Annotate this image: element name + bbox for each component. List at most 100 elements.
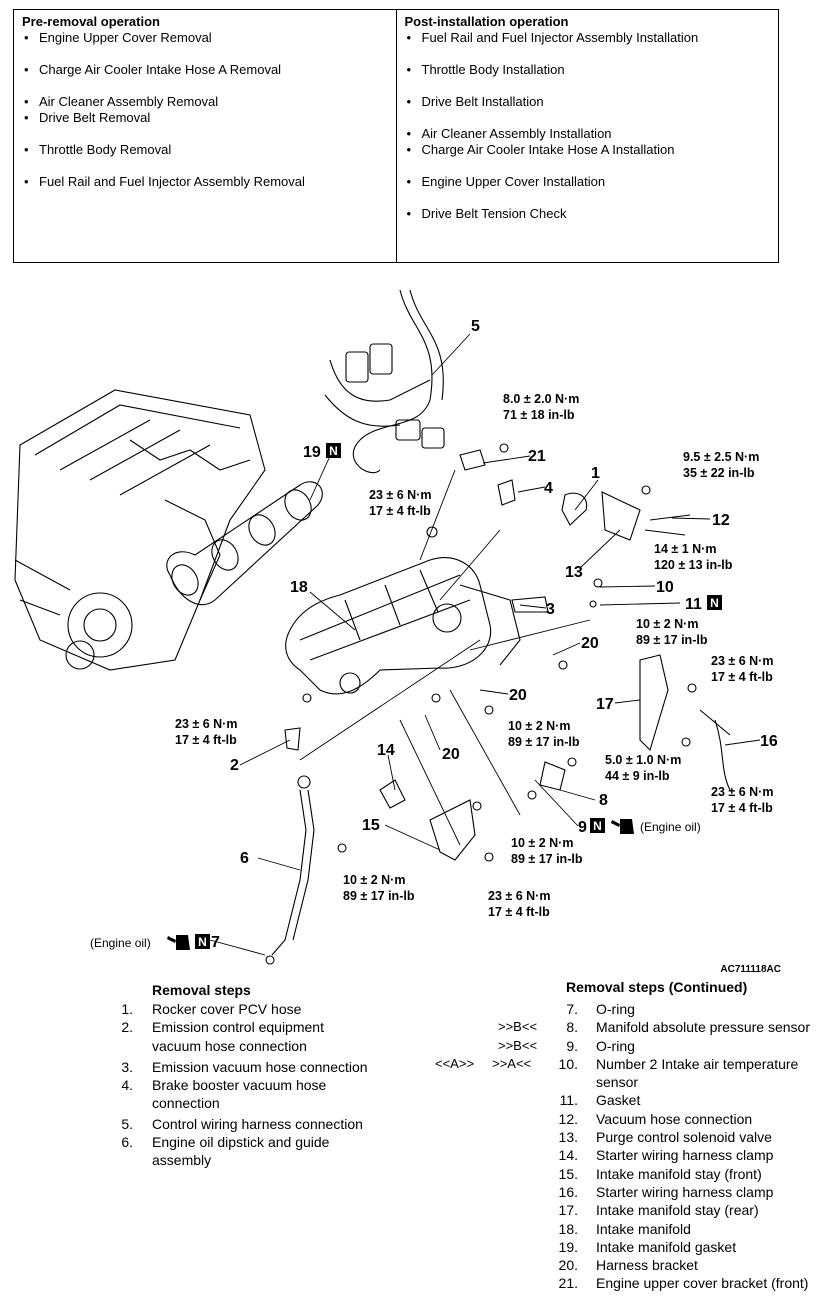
new-part-badge: N [590,818,605,833]
svg-text:N: N [593,819,602,833]
service-mark: <<A>> >>A<< [435,1055,532,1071]
intake-manifold-exploded-diagram: 5 19 21 1 4 12 13 10 11 3 18 20 20 17 16… [14,289,781,975]
torque-metric: 23 ± 6 N·m [369,488,431,502]
torque-imperial: 89 ± 17 in-lb [636,633,708,647]
new-part-badges: N N N N [195,443,722,949]
callout-6: 6 [240,850,249,867]
removal-step: 18.Intake manifold [558,1220,691,1237]
torque-imperial: 17 ± 4 ft-lb [488,905,550,919]
torque-imperial: 17 ± 4 ft-lb [711,801,773,815]
post-installation-item: Drive Belt Installation [405,94,771,110]
torque-metric: 10 ± 2 N·m [343,873,405,887]
post-installation-item: Drive Belt Tension Check [405,206,771,222]
removal-step: 5.Control wiring harness connection [121,1115,363,1132]
post-installation-heading: Post-installation operation [404,14,569,29]
pre-removal-item: Air Cleaner Assembly Removal [22,94,388,110]
pre-removal-heading: Pre-removal operation [22,14,160,29]
removal-step: >>B<<8.Manifold absolute pressure sensor [498,1019,811,1036]
torque-metric: 10 ± 2 N·m [508,719,570,733]
callout-16: 16 [760,733,778,750]
engine-oil-note: (Engine oil) [90,936,151,950]
pre-removal-list: Engine Upper Cover Removal Charge Air Co… [22,30,388,190]
callout-17: 17 [596,696,614,713]
engine-oil-note: (Engine oil) [640,820,701,834]
torque-imperial: 17 ± 4 ft-lb [711,670,773,684]
callout-20c: 20 [442,746,460,763]
torque-imperial: 89 ± 17 in-lb [508,735,580,749]
removal-step: 12.Vacuum hose connection [558,1110,753,1127]
removal-step: <<A>> >>A<<10.Number 2 Intake air temper… [435,1055,799,1091]
removal-step: 19.Intake manifold gasket [558,1238,737,1255]
pre-removal-item: Fuel Rail and Fuel Injector Assembly Rem… [22,174,388,190]
torque-metric: 14 ± 1 N·m [654,542,716,556]
callout-4: 4 [544,480,553,497]
post-installation-item: Engine Upper Cover Installation [405,174,771,190]
leader-lines [209,333,761,956]
post-installation-item: Throttle Body Installation [405,62,771,78]
removal-step: 21.Engine upper cover bracket (front) [558,1275,809,1292]
removal-step: 17.Intake manifold stay (rear) [558,1202,759,1219]
removal-step: 14.Starter wiring harness clamp [558,1147,774,1164]
torque-metric: 23 ± 6 N·m [175,717,237,731]
torque-specs: 8.0 ± 2.0 N·m 71 ± 18 in-lb 9.5 ± 2.5 N·… [175,392,773,919]
callout-14: 14 [377,742,395,759]
callout-12: 12 [712,512,730,529]
removal-steps-list: 1.Rocker cover PCV hose 2.Emission contr… [113,1000,413,1170]
callout-11: 11 [685,596,702,613]
pre-removal-item: Engine Upper Cover Removal [22,30,388,46]
removal-step: 7.O-ring [566,1001,635,1017]
torque-imperial: 89 ± 17 in-lb [343,889,415,903]
torque-imperial: 71 ± 18 in-lb [503,408,575,422]
torque-metric: 8.0 ± 2.0 N·m [503,392,579,406]
post-installation-item: Charge Air Cooler Intake Hose A Installa… [405,142,771,158]
removal-steps-heading: Removal steps [152,982,251,998]
callout-labels: 5 19 21 1 4 12 13 10 11 3 18 20 20 17 16… [211,318,778,951]
operations-table: Pre-removal operation Engine Upper Cover… [13,9,779,263]
engine-oil-notes: (Engine oil) (Engine oil) [90,820,701,950]
callout-21: 21 [528,448,546,465]
callout-3: 3 [546,601,555,618]
oil-can-icon [611,819,634,834]
callout-5: 5 [471,318,480,335]
torque-metric: 23 ± 6 N·m [711,785,773,799]
removal-step: 3.Emission vacuum hose connection [121,1058,368,1075]
torque-metric: 10 ± 2 N·m [636,617,698,631]
engine-block-drawing [14,289,761,965]
removal-step: 20.Harness bracket [558,1257,698,1274]
service-mark: >>B<< [498,1019,538,1035]
removal-steps-continued-heading: Removal steps (Continued) [566,979,748,995]
torque-metric: 5.0 ± 1.0 N·m [605,753,681,767]
pre-removal-item: Drive Belt Removal [22,110,388,126]
figure-code: AC711118AC [720,964,781,975]
post-installation-column: Post-installation operation Fuel Rail an… [395,10,779,262]
callout-9: 9 [578,819,587,836]
torque-imperial: 17 ± 4 ft-lb [369,504,431,518]
callout-18: 18 [290,579,308,596]
callout-10: 10 [656,579,674,596]
callout-20b: 20 [509,687,527,704]
svg-text:N: N [710,596,719,610]
pre-removal-item: Charge Air Cooler Intake Hose A Removal [22,62,388,78]
callout-13: 13 [565,564,583,581]
new-part-badge: N [195,934,210,949]
torque-imperial: 35 ± 22 in-lb [683,466,755,480]
removal-step: 11.Gasket [559,1092,641,1109]
callout-19: 19 [303,444,321,461]
callout-7: 7 [211,934,220,951]
callout-15: 15 [362,817,380,834]
torque-imperial: 89 ± 17 in-lb [511,852,583,866]
removal-step: >>B<<9.O-ring [498,1037,635,1054]
callout-2: 2 [230,757,239,774]
post-installation-item: Air Cleaner Assembly Installation [405,126,771,142]
removal-step: 15.Intake manifold stay (front) [558,1165,762,1182]
removal-step: 13.Purge control solenoid valve [558,1129,772,1146]
new-part-badge: N [707,595,722,610]
torque-metric: 23 ± 6 N·m [488,889,550,903]
callout-8: 8 [599,792,608,809]
torque-imperial: 17 ± 4 ft-lb [175,733,237,747]
torque-metric: 9.5 ± 2.5 N·m [683,450,759,464]
callout-1: 1 [591,465,600,482]
